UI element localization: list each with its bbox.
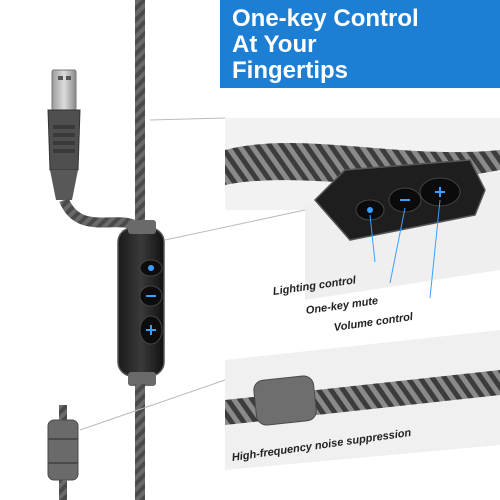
zoom-connector-ferrite [79,379,226,431]
headline: One-key Control At Your Fingertips [232,6,492,84]
plus-icon [146,325,156,335]
minus-icon [146,295,156,297]
headline-line-3: Fingertips [232,57,349,84]
ferrite-core [47,405,79,500]
headline-panel [220,0,500,88]
zoom-connector-braid [149,117,226,121]
inline-controller [117,220,165,386]
zoom-panel-ferrite [225,330,500,470]
zoom-connector-controller [164,209,306,241]
zoom-panel-controller [305,159,500,300]
usb-plug [47,69,81,200]
volume-leader-line [429,199,441,299]
headline-line-2: At Your [232,31,317,58]
brightness-icon [148,265,154,271]
headline-line-1: One-key Control [232,5,419,32]
lighting-leader-line [369,214,376,263]
mute-leader-line [389,207,406,284]
